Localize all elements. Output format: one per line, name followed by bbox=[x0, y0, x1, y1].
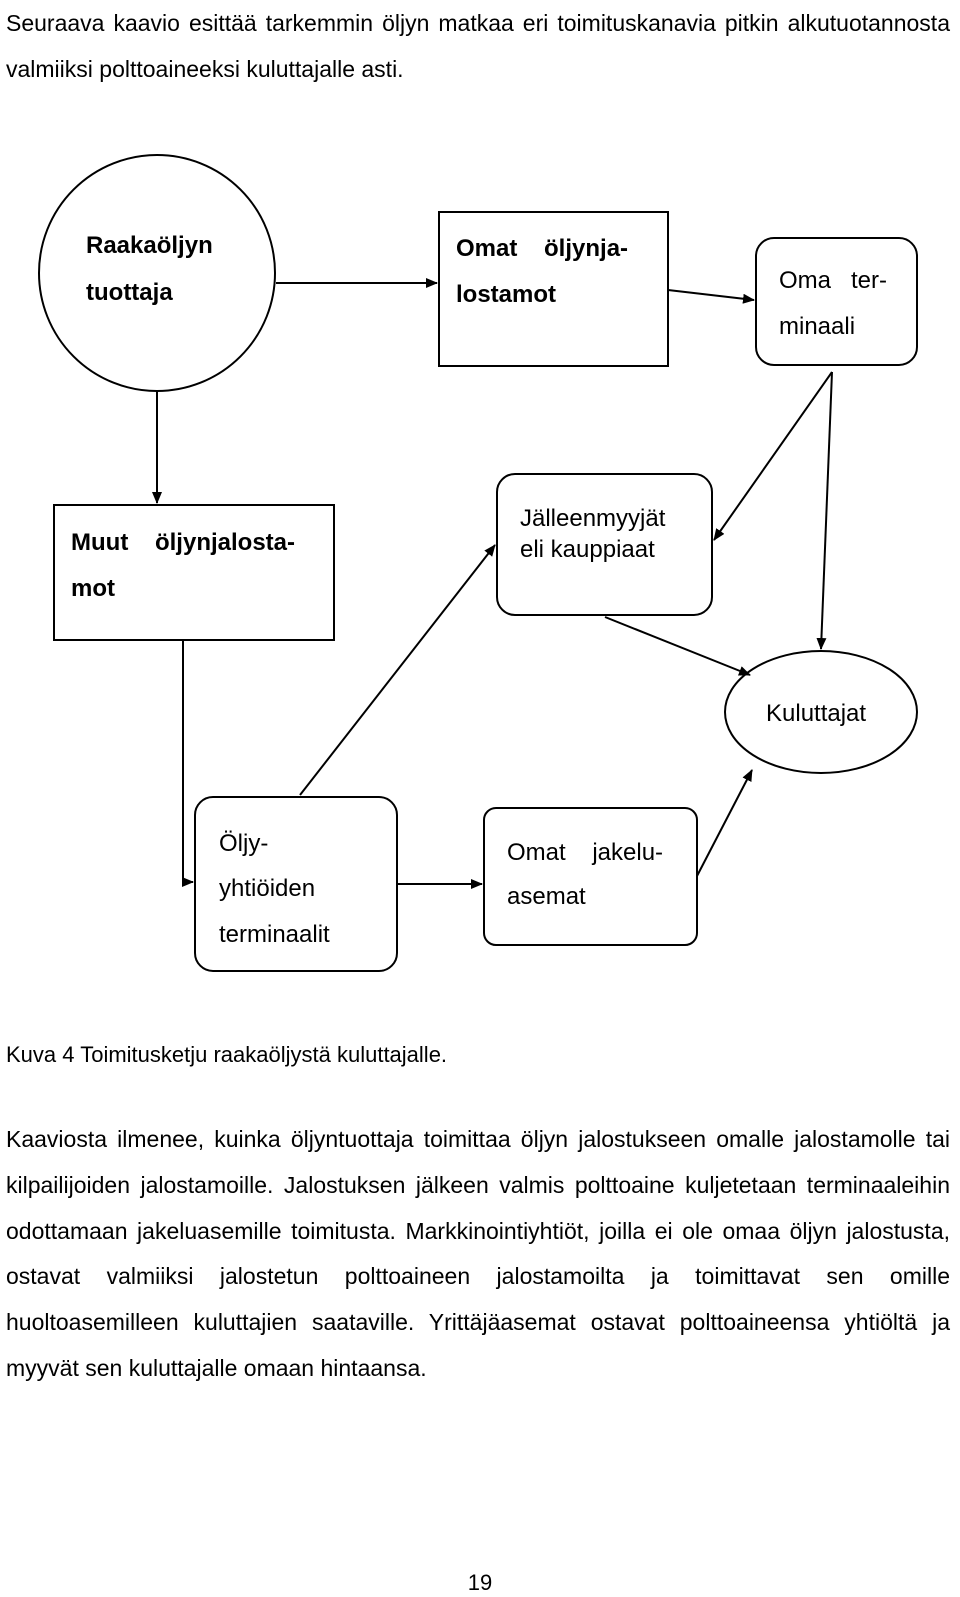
arrow-oma-terminaali-to-jalleenmyyjat bbox=[713, 371, 833, 541]
label-oljyyhtioiden-terminaalit: Öljy- yhtiöiden terminaalit bbox=[219, 830, 330, 948]
node-kuluttajat bbox=[724, 650, 918, 774]
figure-caption: Kuva 4 Toimitusketju raakaöljystä kulutt… bbox=[6, 1042, 448, 1067]
arrow-omat-jalostamot-to-oma-terminaali bbox=[667, 289, 755, 304]
label-oma-terminaali: Oma ter- minaali bbox=[0, 0, 920, 340]
arrow-oma-terminaali-to-kuluttajat bbox=[816, 371, 833, 650]
arrow-terminaalit-to-jalleenmyyjat bbox=[299, 544, 496, 796]
label-raakaoljyn-tuottaja: Raakaöljyn tuottaja bbox=[86, 232, 219, 306]
body-paragraph: Kaaviosta ilmenee, kuinka öljyntuottaja … bbox=[6, 1126, 950, 1381]
arrow-muut-jalostamot-to-terminaalit bbox=[182, 640, 194, 887]
label-jalleenmyyjat: Jälleenmyyjät eli kauppiaat bbox=[520, 505, 672, 563]
label-muut-oljynjalostamot: Muut öljynjalosta- mot bbox=[0, 0, 328, 602]
arrow-jakeluasemat-to-kuluttajat bbox=[696, 769, 753, 877]
node-raakaoljyn-tuottaja bbox=[38, 154, 276, 392]
page-number: 19 bbox=[467, 1570, 493, 1595]
arrow-jalleenmyyjat-to-kuluttajat bbox=[604, 616, 751, 676]
intro-paragraph: Seuraava kaavio esittää tarkemmin öljyn … bbox=[6, 10, 950, 82]
node-jalleenmyyjat bbox=[496, 473, 713, 616]
supply-chain-diagram: Raakaöljyn tuottaja Omat öljynja- lostam… bbox=[0, 0, 920, 972]
node-omat-oljynjalostamot bbox=[438, 211, 669, 367]
label-omat-jakeluasemat: Omat jakelu- asemat bbox=[0, 0, 696, 910]
node-oma-terminaali bbox=[755, 237, 918, 366]
node-omat-jakeluasemat bbox=[483, 807, 698, 946]
node-muut-oljynjalostamot bbox=[53, 504, 335, 641]
label-kuluttajat: Kuluttajat bbox=[766, 700, 866, 727]
label-omat-oljynjalostamot: Omat öljynja- lostamot bbox=[0, 0, 661, 308]
